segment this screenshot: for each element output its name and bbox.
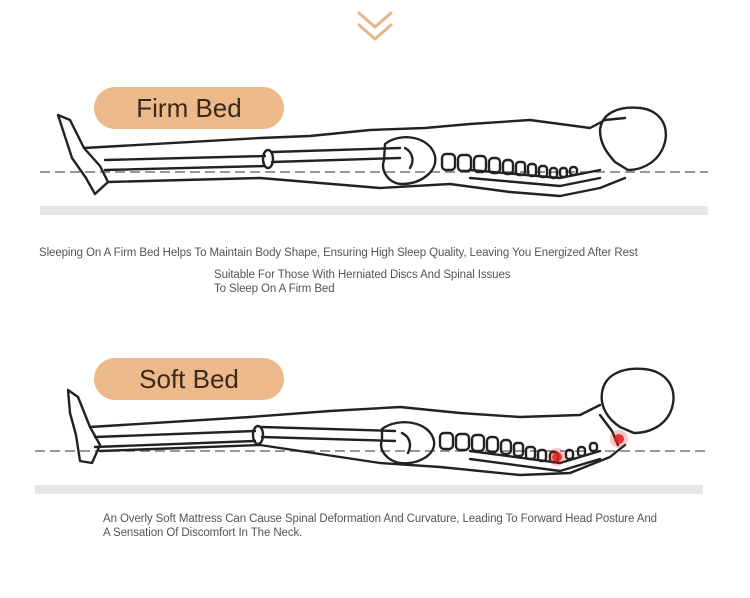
firm-bed-illustration — [40, 106, 708, 215]
lower-back-pain-marker — [548, 448, 566, 466]
neck-pain-marker — [610, 430, 628, 448]
firm-bed-recommendation-line2: To Sleep On A Firm Bed — [214, 283, 335, 295]
soft-bed-caption: An Overly Soft Mattress Can Cause Spinal… — [103, 513, 657, 539]
soft-bed-illustration — [35, 367, 705, 494]
firm-bed-caption: Sleeping On A Firm Bed Helps To Maintain… — [39, 247, 638, 259]
firm-bed-title: Firm Bed — [94, 87, 284, 129]
double-chevron-down-icon — [357, 11, 393, 41]
firm-bed-recommendation-line1: Suitable For Those With Herniated Discs … — [214, 269, 511, 281]
firm-bed-recommendation: Suitable For Those With Herniated Discs … — [214, 268, 511, 296]
soft-bed-title: Soft Bed — [94, 358, 284, 400]
